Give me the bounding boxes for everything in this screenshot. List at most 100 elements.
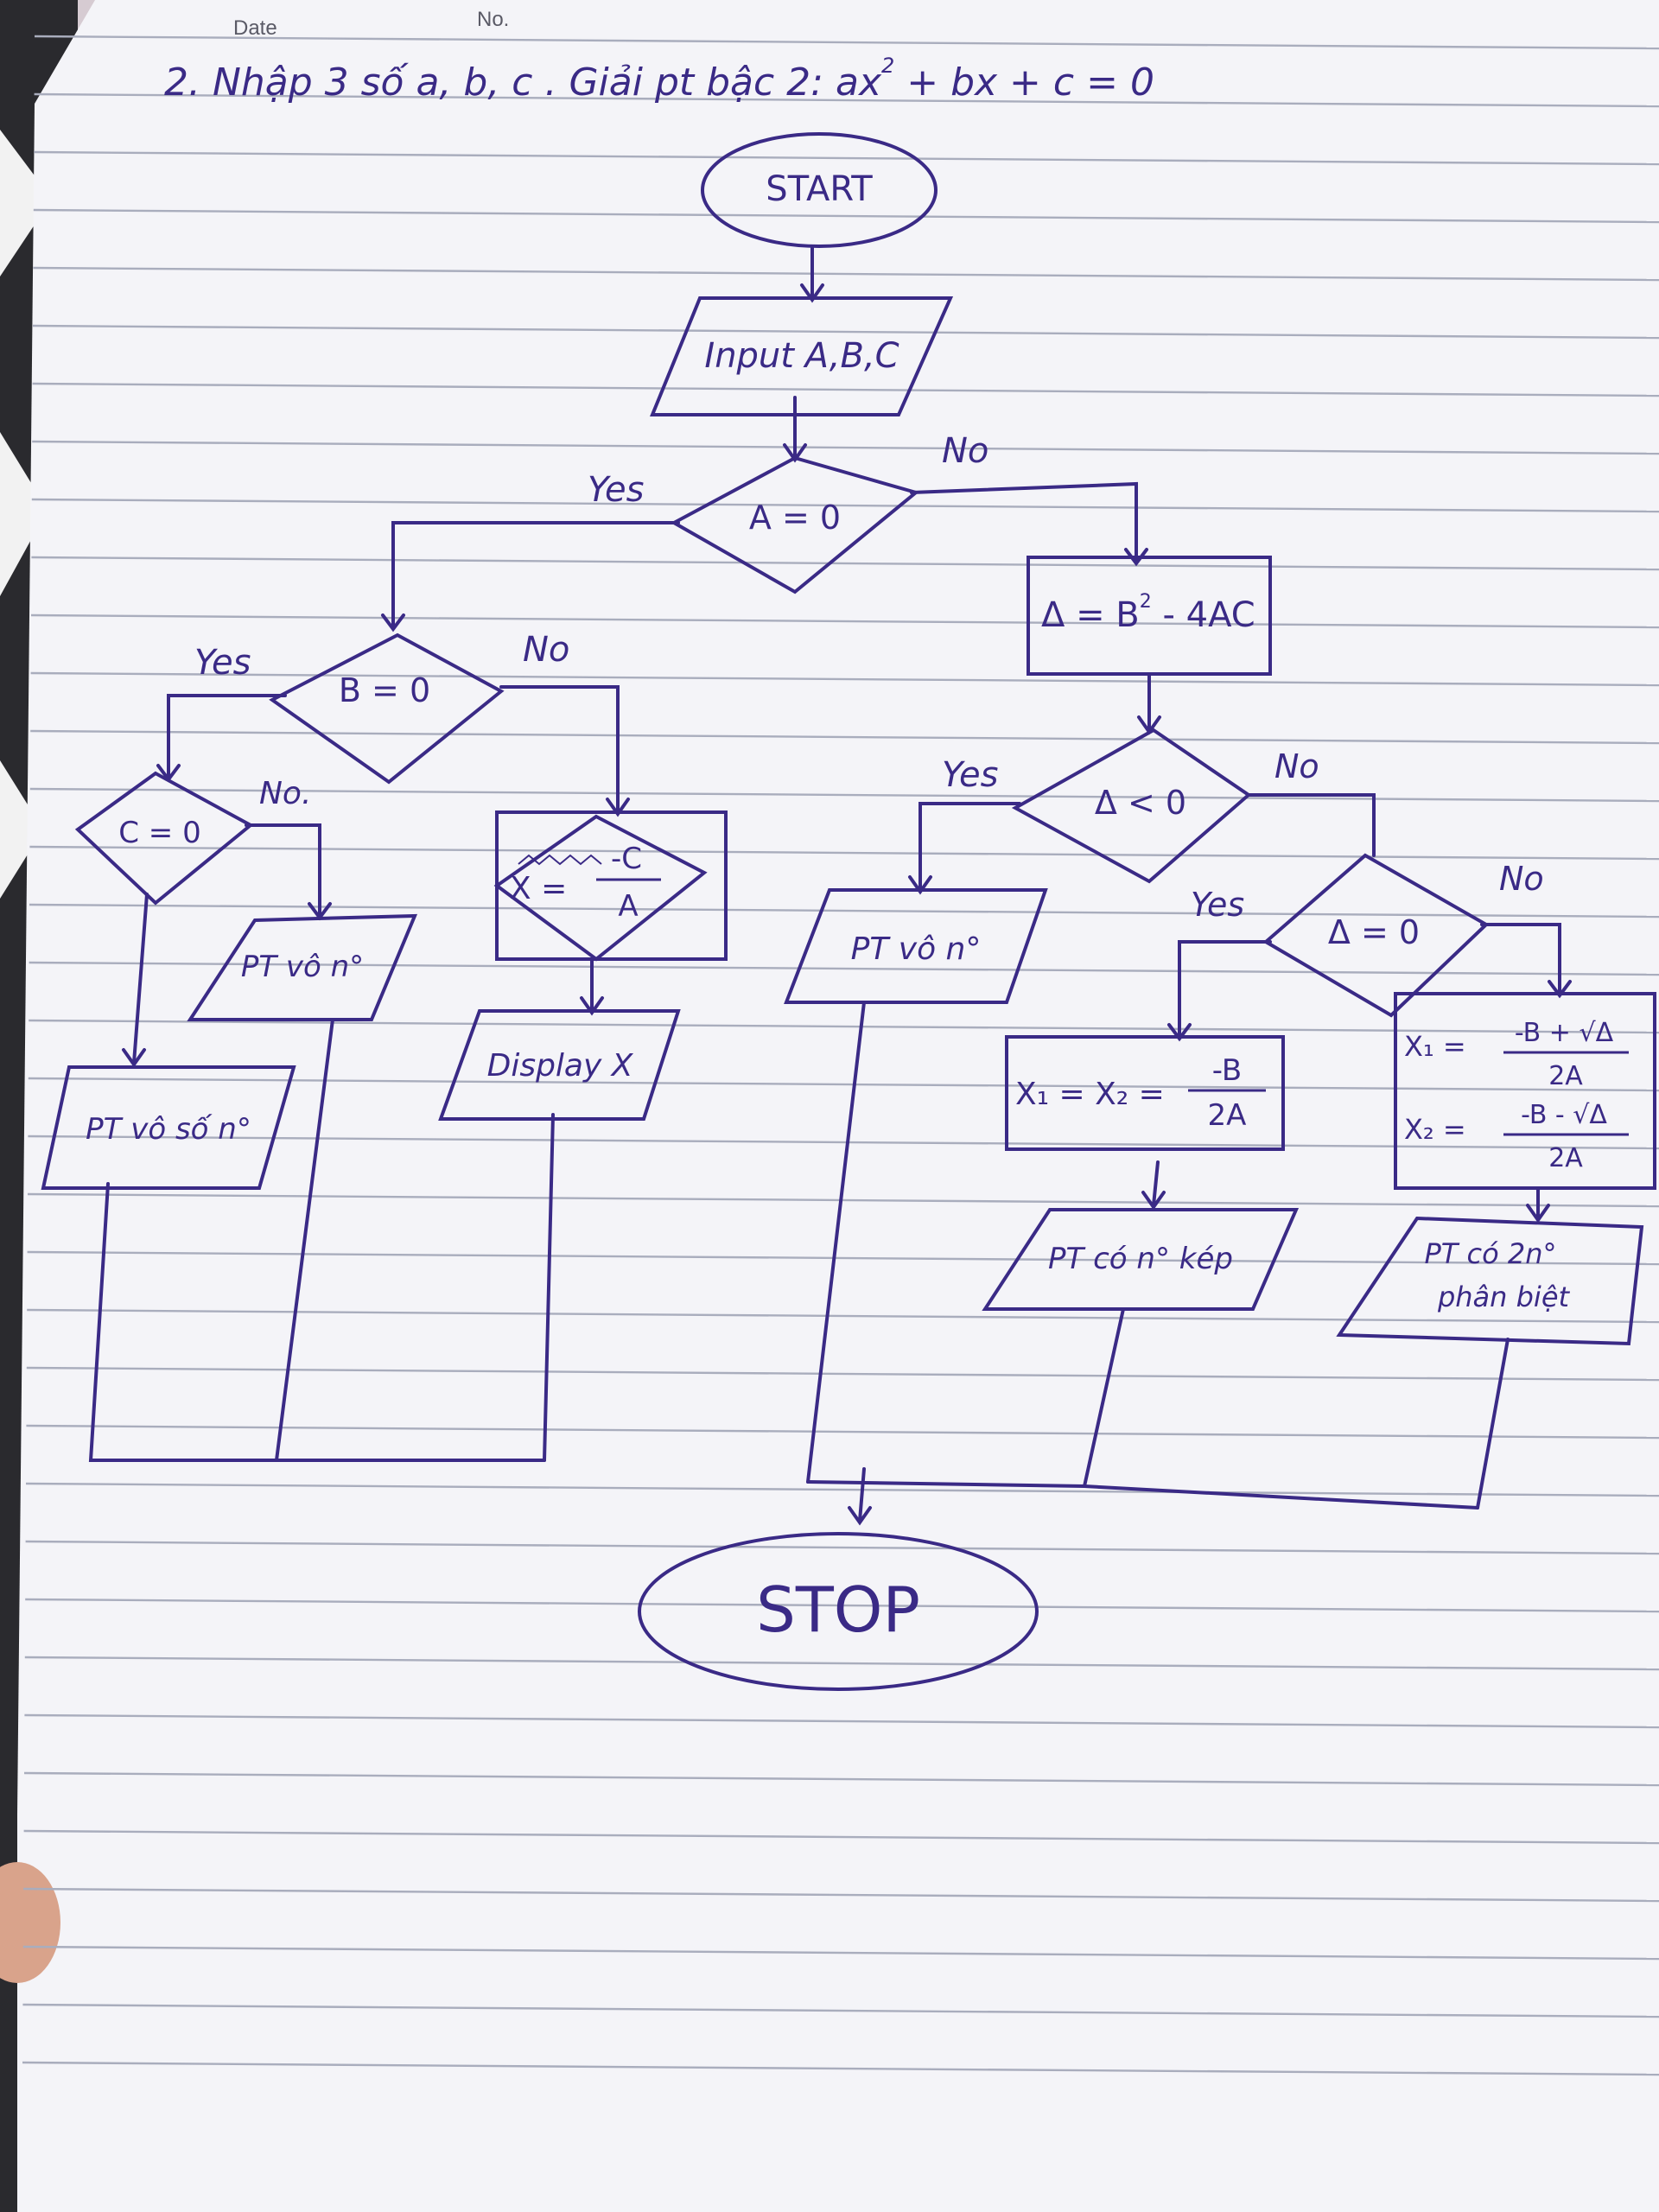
edge-vonleft-down	[275, 1018, 334, 1462]
decision-delta-neg-label: Δ < 0	[1095, 784, 1186, 822]
edge-deczero-yes	[1178, 940, 1272, 1039]
ruled-line	[29, 787, 1659, 803]
x12-denominator: 2A	[1208, 1098, 1247, 1133]
x-process-diamond	[493, 814, 708, 962]
x1-denominator: 2A	[1548, 1061, 1583, 1091]
yes-label-delta-neg: Yes	[942, 755, 999, 795]
delta-process	[1027, 556, 1272, 676]
edge-decb-no	[499, 685, 620, 814]
edge-decc-no	[245, 823, 321, 918]
yes-label-b: Yes	[194, 643, 251, 683]
ruled-line	[23, 1829, 1659, 1845]
ruled-line	[29, 1019, 1659, 1034]
x12-equal-lhs: X₁ = X₂ =	[1015, 1077, 1165, 1112]
output-display-x	[438, 1009, 681, 1121]
x1-numerator: -B + √Δ	[1515, 1018, 1614, 1048]
ruled-line	[25, 1482, 1659, 1497]
input-parallelogram	[650, 296, 954, 416]
ruled-line	[29, 845, 1659, 861]
flow-connectors	[88, 245, 1561, 1522]
ruled-line	[28, 1135, 1659, 1150]
pt-vo-n-left-label: PT vô n°	[241, 950, 364, 984]
no-label-a: No	[942, 431, 988, 471]
ruled-line	[26, 1366, 1659, 1382]
ruled-line	[30, 671, 1659, 687]
arrowhead	[848, 1506, 872, 1526]
arrowhead	[1141, 1191, 1166, 1211]
yes-label-a: Yes	[588, 470, 645, 510]
ruled-line	[27, 1308, 1659, 1324]
ruled-line	[28, 1077, 1659, 1092]
pt-vo-so-n-label: PT vô số n°	[86, 1112, 251, 1147]
delta-lhs: Δ = B	[1041, 595, 1140, 635]
ruled-line	[27, 1192, 1659, 1208]
x-kep-process	[1005, 1035, 1285, 1151]
ruled-line	[31, 498, 1659, 513]
x12-numerator: -B	[1212, 1053, 1242, 1088]
edge-decc-yes	[132, 893, 149, 1065]
arrowhead	[1526, 1204, 1550, 1224]
edge-2n-down	[1476, 1338, 1510, 1510]
no-label-b: No	[523, 630, 569, 670]
edge-vonright-down	[806, 1001, 866, 1484]
stop-terminal	[638, 1532, 1039, 1691]
start-label: START	[766, 169, 873, 209]
ruled-line	[34, 92, 1659, 108]
output-pt-vo-n-right	[784, 888, 1048, 1004]
ruled-line	[29, 903, 1659, 918]
ruled-line	[34, 35, 1659, 50]
task-exponent: 2	[881, 54, 894, 78]
cover-pattern-3	[0, 760, 43, 899]
no-label-delta-zero: No	[1499, 860, 1544, 898]
no-label-delta-neg: No	[1274, 747, 1319, 785]
no-label: No.	[477, 8, 509, 31]
x12-process	[1394, 992, 1656, 1190]
output-pt-2n	[1336, 1216, 1644, 1346]
output-pt-vo-n-left	[187, 913, 418, 1021]
ruled-line	[29, 961, 1659, 976]
x2-denominator: 2A	[1548, 1143, 1583, 1173]
ruled-line	[25, 1540, 1659, 1555]
edge-display-down	[543, 1113, 555, 1462]
stop-label: STOP	[756, 1573, 920, 1646]
ruled-line	[22, 2003, 1659, 2018]
ruled-line	[32, 440, 1659, 455]
edge-decneg-no	[1247, 793, 1376, 857]
decision-a-label: A = 0	[749, 499, 841, 537]
display-x-label: Display X	[487, 1048, 634, 1084]
x-numerator: -C	[611, 842, 642, 876]
task-title: 2. Nhập 3 số a, b, c . Giải pt bậc 2: ax…	[164, 54, 1154, 105]
ruled-line	[30, 729, 1659, 745]
pt-n-kep-label: PT có n° kép	[1048, 1242, 1233, 1276]
decision-b-label: B = 0	[339, 671, 430, 709]
pt-2n-line2: phân biệt	[1437, 1281, 1571, 1313]
decision-c-label: C = 0	[118, 816, 200, 850]
ruled-line	[33, 266, 1659, 282]
paper-page	[17, 0, 1659, 2212]
edge-deca-yes	[391, 521, 680, 628]
arrowhead	[381, 613, 405, 632]
x-lhs: X =	[510, 871, 567, 906]
start-terminal	[701, 132, 938, 248]
decision-delta-neg	[1011, 728, 1252, 884]
ruled-line	[24, 1713, 1659, 1729]
x2-numerator: -B - √Δ	[1521, 1100, 1607, 1130]
ruled-line	[23, 1771, 1659, 1787]
ruled-line	[30, 613, 1659, 629]
ruled-line	[32, 324, 1659, 340]
output-pt-vo-so-n	[41, 1065, 296, 1190]
ruled-line	[25, 1598, 1659, 1613]
input-label: Input A,B,C	[704, 336, 899, 376]
x-denominator: A	[618, 889, 638, 924]
decision-delta-zero	[1262, 853, 1490, 1018]
x1-lhs: X₁ =	[1404, 1030, 1466, 1063]
flow-labels: START Input A,B,C A = 0 B = 0 C = 0 Δ < …	[86, 169, 1629, 1646]
edge-deca-no	[910, 481, 1138, 563]
ruled-line	[22, 1945, 1659, 1961]
delta-formula: Δ = B2 - 4AC	[1041, 591, 1255, 635]
arrowhead	[1124, 548, 1148, 567]
edge-xkep-out	[1152, 1160, 1160, 1207]
ruled-lines	[22, 35, 1659, 2076]
decision-delta-zero-label: Δ = 0	[1328, 913, 1420, 951]
ruled-line	[34, 150, 1659, 166]
